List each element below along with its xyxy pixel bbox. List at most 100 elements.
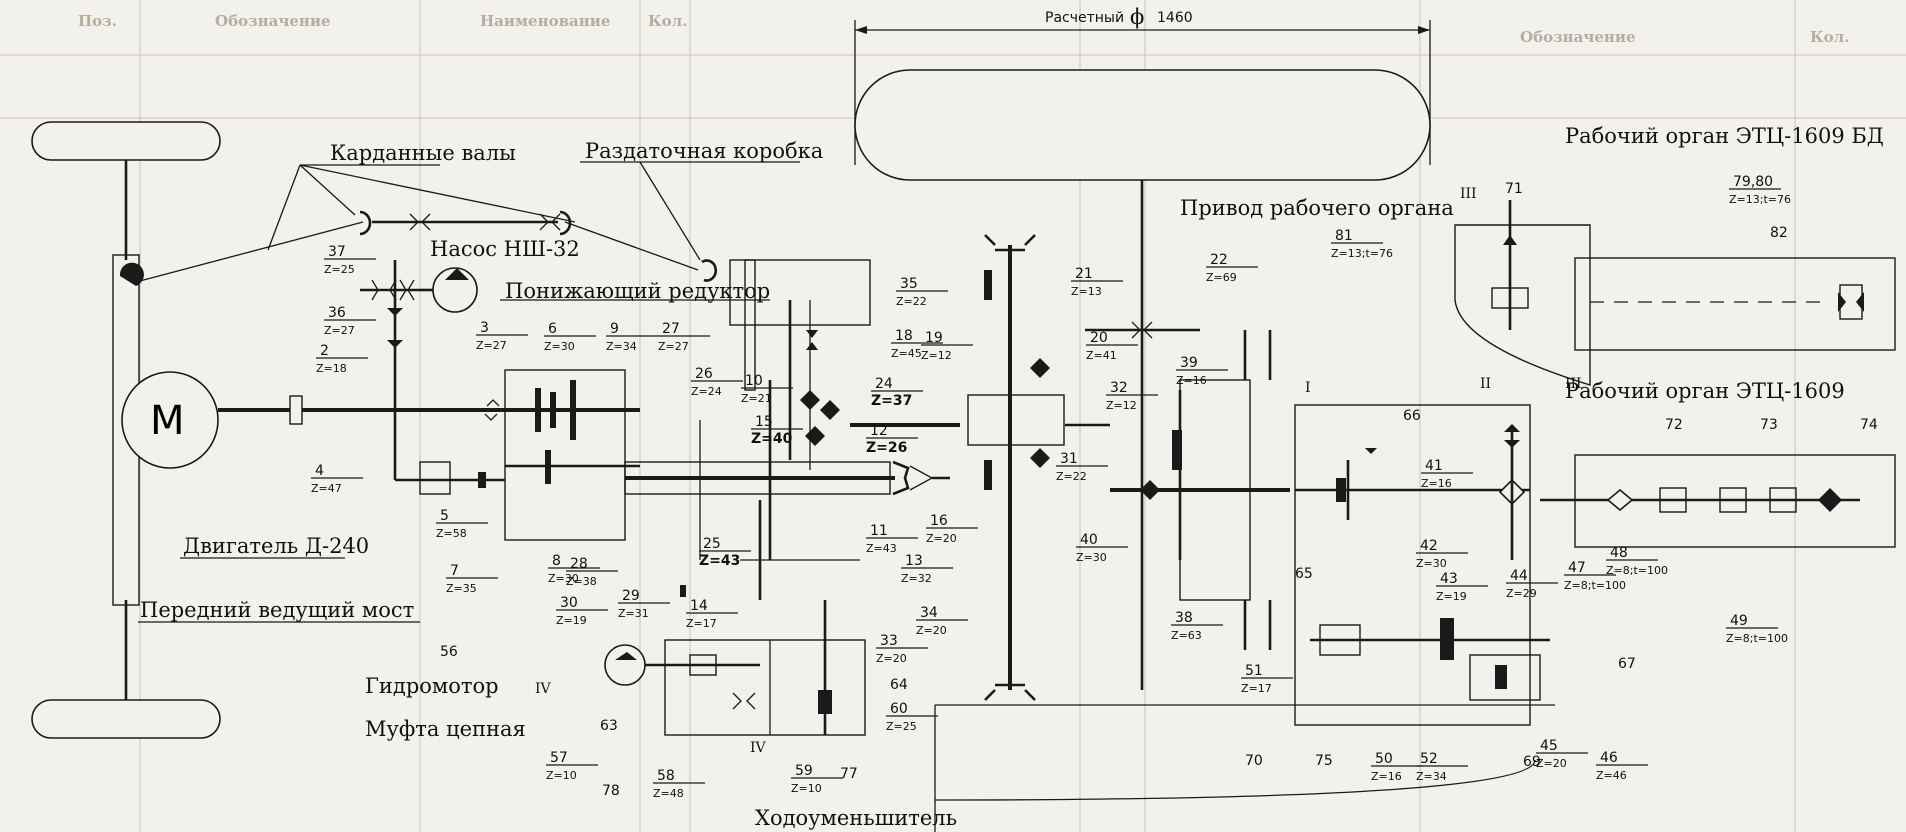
part-49: 49Z=8;t=100 bbox=[1726, 613, 1788, 645]
part-teeth: Z=63 bbox=[1171, 629, 1202, 642]
gears-36-icon bbox=[387, 308, 403, 348]
title-pump: Насос НШ-32 bbox=[430, 237, 580, 261]
part-78: 78 bbox=[602, 783, 620, 799]
part-11: 11Z=43 bbox=[866, 523, 918, 555]
bearing-cardan-1-icon bbox=[409, 213, 431, 231]
part-teeth: Z=19 bbox=[1436, 590, 1467, 603]
title-chain-coupling: Муфта цепная bbox=[365, 717, 526, 741]
part-teeth: Z=22 bbox=[896, 295, 927, 308]
part-number: 31 bbox=[1060, 451, 1078, 467]
shaft-block-19 bbox=[744, 259, 756, 391]
sprocket-82-icon bbox=[1838, 292, 1864, 312]
part-number: 34 bbox=[920, 605, 938, 621]
part-number: 81 bbox=[1335, 228, 1353, 244]
part-42: 42Z=30 bbox=[1416, 538, 1468, 570]
part-teeth: Z=30 bbox=[544, 340, 575, 353]
transfer-box bbox=[729, 259, 871, 326]
gear-6b bbox=[550, 392, 556, 428]
etc-sprocket-73a bbox=[1719, 487, 1747, 513]
part-19: 19Z=12 bbox=[921, 330, 973, 362]
engine-motor-symbol: M bbox=[150, 398, 185, 444]
part-teeth: Z=40 bbox=[751, 431, 793, 447]
part-number: 40 bbox=[1080, 532, 1098, 548]
part-7980: 79,80Z=13;t=76 bbox=[1729, 174, 1791, 206]
roman-III-lower: III bbox=[1565, 376, 1582, 392]
part-number: 74 bbox=[1860, 417, 1878, 433]
part-36: 36Z=27 bbox=[324, 305, 376, 337]
part-9: 9Z=34 bbox=[606, 321, 658, 353]
part-teeth: Z=20 bbox=[916, 624, 947, 637]
gear-66-icon bbox=[1365, 448, 1377, 454]
engine-flange bbox=[289, 395, 303, 425]
part-46: 46Z=46 bbox=[1596, 750, 1648, 782]
part-number: 18 bbox=[895, 328, 913, 344]
part-teeth: Z=17 bbox=[686, 617, 717, 630]
part-teeth: Z=41 bbox=[1086, 349, 1117, 362]
leader-cardan-c bbox=[267, 164, 301, 251]
part-81: 81Z=13;t=76 bbox=[1331, 228, 1393, 260]
part-number: 42 bbox=[1420, 538, 1438, 554]
part-33: 33Z=20 bbox=[876, 633, 928, 665]
part-16: 16Z=20 bbox=[926, 513, 978, 545]
cardan-joint-2-icon bbox=[559, 210, 572, 236]
part-teeth: Z=31 bbox=[618, 607, 649, 620]
part-48: 48Z=8;t=100 bbox=[1606, 545, 1668, 577]
part-number: 64 bbox=[890, 677, 908, 693]
cardan-to-transfer bbox=[564, 221, 699, 271]
part-28: 28Z=38 bbox=[566, 556, 618, 588]
part-35: 35Z=22 bbox=[896, 276, 948, 308]
part-number: 67 bbox=[1618, 656, 1636, 672]
part-number: 36 bbox=[328, 305, 346, 321]
part-number: 19 bbox=[925, 330, 943, 346]
rotor-disc bbox=[854, 69, 1431, 181]
part-number: 39 bbox=[1180, 355, 1198, 371]
front-wheel-bottom bbox=[31, 699, 221, 739]
coupling-right-icon bbox=[909, 465, 934, 491]
part-72: 72 bbox=[1665, 417, 1683, 433]
dimension-symbol: ϕ bbox=[1130, 5, 1144, 29]
gear-71-icon bbox=[1503, 235, 1517, 245]
part-43: 43Z=19 bbox=[1436, 571, 1488, 603]
pump-arrow-icon bbox=[445, 268, 469, 280]
part-teeth: Z=26 bbox=[866, 440, 907, 456]
etc-sprocket-48-icon bbox=[1606, 488, 1634, 512]
part-number: 69 bbox=[1523, 754, 1541, 770]
part-25: 25Z=43 bbox=[699, 536, 751, 569]
roman-IV-right: IV bbox=[750, 740, 767, 756]
part-teeth: Z=13 bbox=[1071, 285, 1102, 298]
etcbd-box bbox=[1574, 257, 1896, 351]
roman-II: II bbox=[1480, 376, 1491, 392]
part-82: 82 bbox=[1770, 225, 1788, 241]
part-number: 65 bbox=[1295, 566, 1313, 582]
roman-III-upper: III bbox=[1460, 186, 1477, 202]
part-number: 28 bbox=[570, 556, 588, 572]
part-70: 70 bbox=[1245, 753, 1263, 769]
part-50: 50Z=16 bbox=[1371, 751, 1423, 783]
part-teeth: Z=43 bbox=[866, 542, 897, 555]
part-number: 6 bbox=[548, 321, 557, 337]
part-teeth: Z=25 bbox=[886, 720, 917, 733]
cardan-front-line bbox=[135, 221, 364, 283]
part-teeth: Z=35 bbox=[446, 582, 477, 595]
part-number: 20 bbox=[1090, 330, 1108, 346]
part-number: 56 bbox=[440, 644, 458, 660]
part-14: 14Z=17 bbox=[686, 598, 738, 630]
part-number: 37 bbox=[328, 244, 346, 260]
hydromotor-circle bbox=[604, 644, 646, 686]
part-teeth: Z=30 bbox=[1416, 557, 1447, 570]
part-77: 77 bbox=[840, 766, 858, 782]
title-front-axle: Передний ведущий мост bbox=[140, 598, 414, 622]
part-number: 8 bbox=[552, 553, 561, 569]
gear-39 bbox=[1172, 430, 1182, 470]
part-32: 32Z=12 bbox=[1106, 380, 1158, 412]
bearing-cardan-2-icon bbox=[539, 213, 561, 231]
leader-transfer-2 bbox=[639, 161, 701, 261]
part-teeth: Z=30 bbox=[1076, 551, 1107, 564]
part-63: 63 bbox=[600, 718, 618, 734]
part-number: 66 bbox=[1403, 408, 1421, 424]
part-teeth: Z=32 bbox=[901, 572, 932, 585]
part-12: 12Z=26 bbox=[866, 423, 918, 456]
gear-67 bbox=[1495, 665, 1507, 689]
part-teeth: Z=37 bbox=[871, 393, 912, 409]
